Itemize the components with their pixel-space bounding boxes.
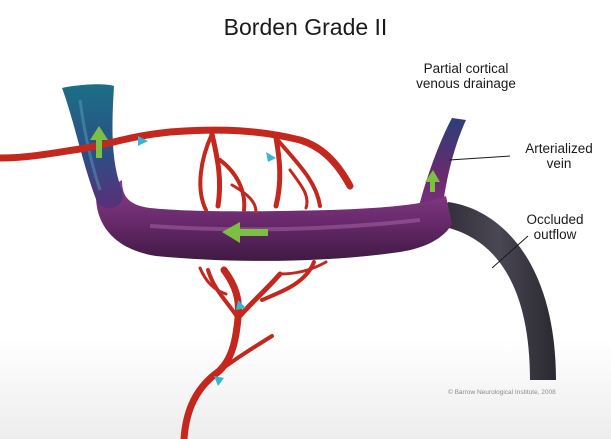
leader-arterialized	[448, 155, 511, 161]
label-arterialized-vein: Arterialized vein	[525, 141, 593, 171]
main-vein	[96, 180, 452, 261]
copyright-notice: © Barrow Neurological Institute, 2008	[448, 389, 556, 396]
artery-flow-arrows	[138, 136, 276, 386]
label-occluded-outflow: Occluded outflow	[526, 212, 584, 242]
artery-network	[0, 126, 354, 439]
flow-arrow-up-arterialized	[425, 170, 440, 192]
occluded-outflow-vein	[440, 202, 556, 380]
diagram-title: Borden Grade II	[223, 14, 388, 40]
leader-occluded	[491, 235, 529, 269]
vein-highlight	[149, 218, 421, 232]
label-partial-cortical-venous-drainage: Partial cortical venous drainage	[416, 61, 516, 91]
background-floor	[0, 340, 611, 439]
flow-arrow-up-teal	[90, 126, 108, 158]
flow-arrow-left-vein	[222, 222, 268, 243]
